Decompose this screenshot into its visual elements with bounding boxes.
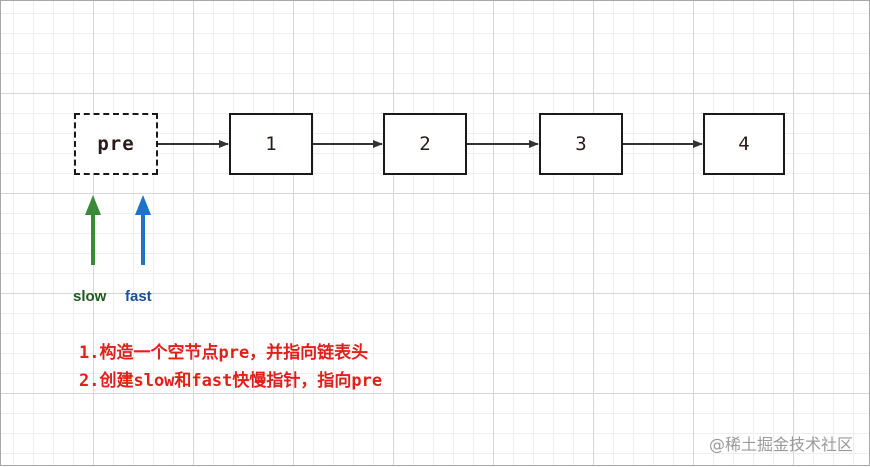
node-pre-label: pre — [97, 133, 135, 155]
node-3-label: 3 — [575, 133, 587, 155]
note-line-2: 2.创建slow和fast快慢指针，指向pre — [79, 371, 383, 391]
step-notes: 1.构造一个空节点pre，并指向链表头 2.创建slow和fast快慢指针，指向… — [79, 339, 382, 395]
node-4-label: 4 — [738, 133, 750, 155]
node-2-label: 2 — [419, 133, 431, 155]
node-pre: pre — [74, 113, 158, 175]
node-3: 3 — [539, 113, 623, 175]
fast-pointer-label: fast — [125, 288, 152, 305]
note-line-1: 1.构造一个空节点pre，并指向链表头 — [79, 343, 369, 363]
node-2: 2 — [383, 113, 467, 175]
slow-pointer-arrow — [85, 195, 101, 265]
node-1: 1 — [229, 113, 313, 175]
node-4: 4 — [703, 113, 785, 175]
node-1-label: 1 — [265, 133, 277, 155]
slow-pointer-label: slow — [73, 288, 107, 305]
watermark: @稀土掘金技术社区 — [708, 435, 853, 454]
fast-pointer-arrow — [135, 195, 151, 265]
